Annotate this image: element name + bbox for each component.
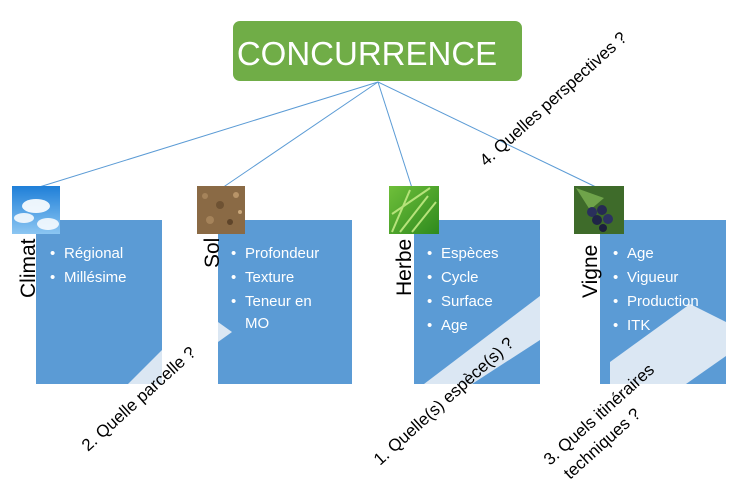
herbe-corner-band (424, 296, 540, 384)
climat-item: Millésime (64, 269, 127, 286)
vigne-items: • Age • Vigueur • Production • ITK (613, 245, 699, 334)
vigne-corner-band (610, 304, 726, 384)
connector-vigne (377, 81, 599, 189)
vigne-label: Vigne (579, 245, 602, 298)
vigne-item: Age (627, 245, 654, 262)
connector-herbe (377, 81, 413, 189)
vigne-item: Vigueur (627, 269, 678, 286)
climat-items: • Régional • Millésime (50, 245, 127, 286)
herbe-item: Espèces (441, 245, 499, 262)
herbe-items: • Espèces • Cycle • Surface • Age (427, 245, 499, 334)
sol-item: Profondeur (245, 245, 319, 262)
herbe-bullet: • (427, 245, 432, 262)
grass-photo-icon (389, 186, 439, 234)
category-vigne: Vigne • Age • Vigueur • Production • ITK (574, 186, 726, 384)
herbe-bullet: • (427, 293, 432, 310)
sol-bullet: • (231, 293, 236, 310)
connector-climat (35, 81, 379, 189)
climat-bullet: • (50, 269, 55, 286)
sol-box (218, 220, 352, 384)
connector-sol (221, 81, 379, 189)
vigne-bullet: • (613, 317, 618, 334)
herbe-label: Herbe (393, 239, 416, 296)
sol-corner-band (218, 322, 232, 342)
vigne-bullet: • (613, 245, 618, 262)
herbe-bullet: • (427, 317, 432, 334)
grapes-photo-icon (574, 186, 624, 234)
climat-bullet: • (50, 245, 55, 262)
sol-item: MO (245, 315, 269, 332)
category-herbe: Herbe • Espèces • Cycle • Surface • Age (389, 186, 540, 384)
connectors (35, 81, 599, 189)
title-text: CONCURRENCE (237, 35, 497, 72)
vigne-item: ITK (627, 317, 650, 334)
climat-corner-band (128, 350, 162, 384)
sky-photo-icon (12, 186, 60, 234)
sol-label: Sol (201, 238, 224, 268)
vigne-bullet: • (613, 293, 618, 310)
soil-photo-icon (197, 186, 245, 234)
sol-bullet: • (231, 269, 236, 286)
herbe-item: Surface (441, 293, 493, 310)
category-climat: Climat • Régional • Millésime (12, 186, 162, 384)
herbe-item: Cycle (441, 269, 479, 286)
category-sol: Sol • Profondeur • Texture • Teneur en M… (197, 186, 352, 384)
sol-item: Teneur en (245, 293, 312, 310)
sol-items: • Profondeur • Texture • Teneur en MO (231, 245, 319, 332)
sol-item: Texture (245, 269, 294, 286)
herbe-bullet: • (427, 269, 432, 286)
climat-label: Climat (17, 238, 40, 298)
title-background (233, 21, 522, 81)
question-labels: 2. Quelle parcelle ? 1. Quelle(s) espèce… (78, 28, 658, 483)
vigne-bullet: • (613, 269, 618, 286)
title-box: CONCURRENCE (233, 21, 522, 81)
vigne-item: Production (627, 293, 699, 310)
climat-box (36, 220, 162, 384)
sol-bullet: • (231, 245, 236, 262)
climat-item: Régional (64, 245, 123, 262)
herbe-item: Age (441, 317, 468, 334)
